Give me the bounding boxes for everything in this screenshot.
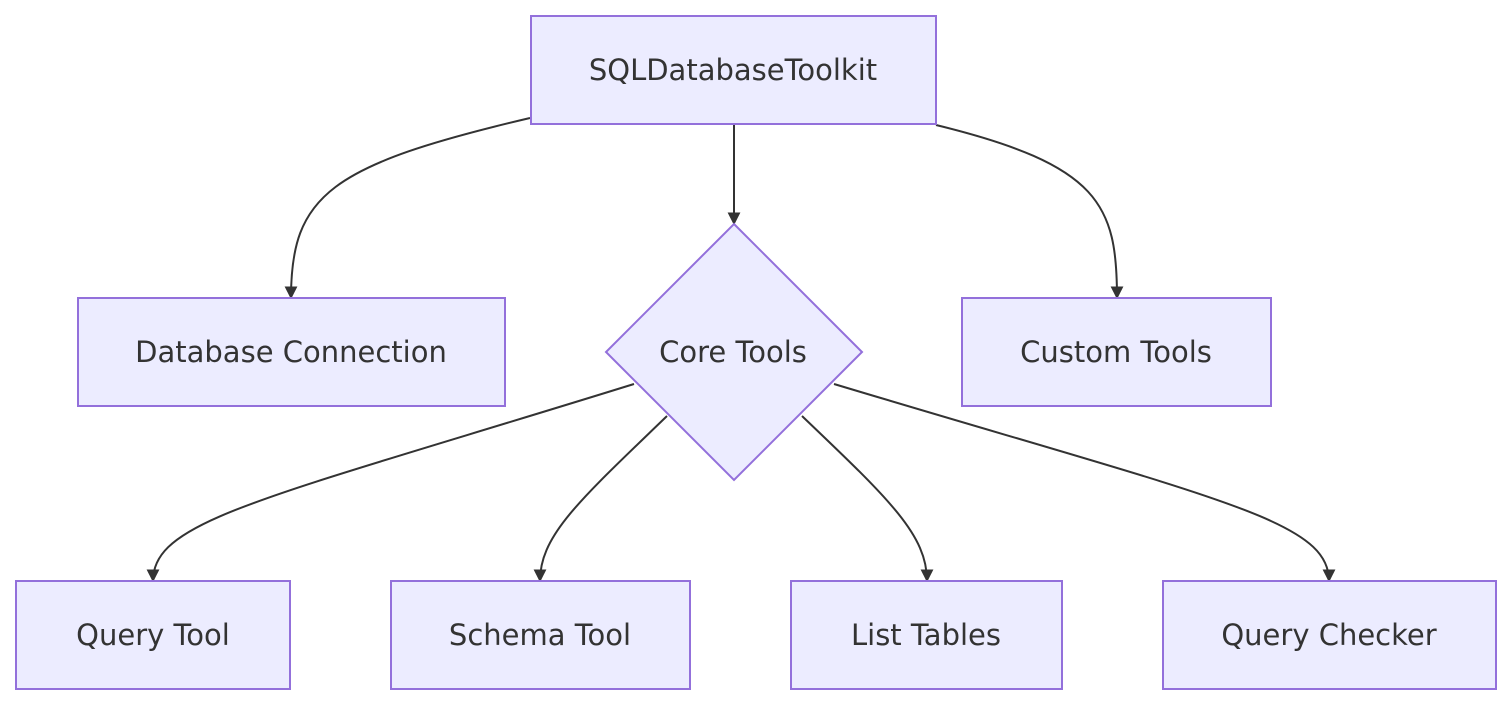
node-schema-tool-box — [390, 580, 691, 690]
node-custom-tools-box — [961, 297, 1272, 407]
node-database-connection-box — [77, 297, 506, 407]
node-core-tools-label: Core Tools — [659, 335, 807, 369]
node-schema-tool[interactable]: Schema Tool — [390, 580, 691, 690]
node-query-tool-box — [15, 580, 291, 690]
node-query-checker-box — [1162, 580, 1497, 690]
edge-core-tools-to-list-tables — [801, 415, 934, 583]
node-toolkit[interactable]: SQLDatabaseToolkit — [530, 15, 937, 125]
node-list-tables-label: List Tables — [851, 618, 1001, 652]
node-query-checker[interactable]: Query Checker — [1162, 580, 1497, 690]
edge-toolkit-to-db-connection — [284, 117, 531, 300]
node-list-tables-box — [790, 580, 1063, 690]
edge-core-tools-to-query-checker — [833, 383, 1336, 583]
node-query-checker-label: Query Checker — [1221, 618, 1436, 652]
edge-toolkit-to-custom-tools — [935, 124, 1124, 300]
node-core-tools-diamond — [604, 222, 864, 482]
node-toolkit-box — [530, 15, 937, 125]
node-list-tables[interactable]: List Tables — [790, 580, 1063, 690]
edge-core-tools-to-schema-tool — [533, 415, 668, 583]
node-toolkit-label: SQLDatabaseToolkit — [589, 53, 877, 87]
node-schema-tool-label: Schema Tool — [449, 618, 631, 652]
node-custom-tools-label: Custom Tools — [1020, 335, 1212, 369]
edge-core-tools-to-query-tool — [146, 383, 635, 583]
node-database-connection-label: Database Connection — [135, 335, 447, 369]
node-query-tool[interactable]: Query Tool — [15, 580, 291, 690]
node-database-connection[interactable]: Database Connection — [77, 297, 506, 407]
node-custom-tools[interactable]: Custom Tools — [961, 297, 1272, 407]
node-core-tools[interactable]: Core Tools — [604, 222, 864, 482]
node-query-tool-label: Query Tool — [76, 618, 230, 652]
edges — [146, 117, 1336, 583]
